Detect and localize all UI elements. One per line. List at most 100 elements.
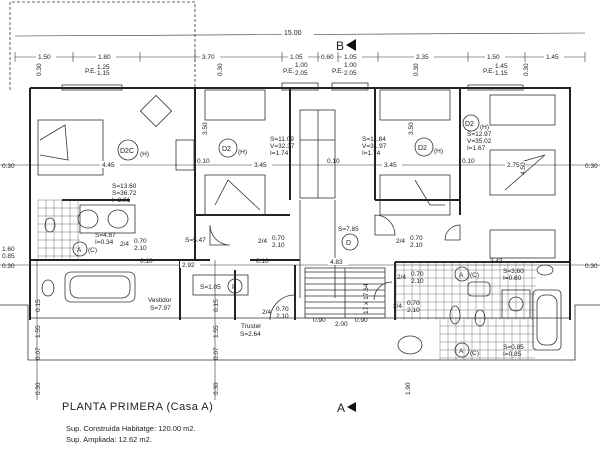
plan-label: S=3.60 bbox=[503, 268, 524, 275]
plan-label: 2.10 bbox=[276, 313, 289, 320]
bathroom-fixtures bbox=[41, 204, 562, 355]
plan-label: 2.10 bbox=[411, 278, 424, 285]
plan-label: D2 bbox=[418, 145, 427, 152]
plan-label: 1.25 bbox=[97, 64, 110, 71]
plan-label: S=11.09 bbox=[270, 136, 294, 143]
room-d[interactable]: D S=7.85 bbox=[338, 226, 359, 251]
door-swing[interactable] bbox=[209, 214, 461, 321]
plan-label: 3.43 bbox=[490, 258, 503, 265]
plan-label: 4.83 bbox=[330, 259, 343, 266]
plan-label: 2/4 bbox=[258, 238, 267, 245]
plan-label: 1.15 bbox=[97, 70, 110, 77]
plan-label: D2C bbox=[120, 148, 134, 155]
room-d2-3[interactable]: D2 (H) S=12.97V=35.02I=1.67 bbox=[462, 114, 492, 152]
room-a-2[interactable]: A (C) S=3.60I=0.60 bbox=[454, 266, 524, 282]
dimension-chain-low: 0.30 2.92 0.10 4.83 0.10 3.43 0.30 1.60 … bbox=[0, 246, 600, 270]
plan-label: 0.60 bbox=[321, 54, 334, 61]
plan-label: 2.10 bbox=[134, 245, 147, 252]
plan-label: 1.50 bbox=[38, 54, 51, 61]
plan-label: 0.30 bbox=[523, 63, 530, 76]
plan-label: S=1.05 bbox=[200, 284, 221, 291]
plan-label: 2.05 bbox=[295, 70, 308, 77]
plan-label: 0.30 bbox=[2, 163, 15, 170]
plan-label: 0.30 bbox=[413, 63, 420, 76]
plan-label: 17 x 17.64 bbox=[363, 283, 370, 314]
room-truster[interactable]: Truster S=2.64 bbox=[240, 323, 262, 338]
plan-label: 0.30 bbox=[585, 263, 598, 270]
plan-label: 3.50 bbox=[408, 122, 415, 135]
plan-label: I=2.01 bbox=[112, 197, 131, 204]
plan-label: 1.15 bbox=[495, 70, 508, 77]
section-b-label: B bbox=[336, 39, 344, 53]
plan-label: 3.50 bbox=[202, 122, 209, 135]
plan-label: P.E. bbox=[283, 68, 295, 75]
plan-label: 0.70 bbox=[410, 235, 423, 242]
plan-label: 0.07 bbox=[213, 347, 220, 360]
plan-label: 0.15 bbox=[213, 299, 220, 312]
exterior-walls bbox=[0, 82, 600, 361]
plan-label: 3.70 bbox=[202, 54, 215, 61]
plan-label: 0.10 bbox=[140, 258, 153, 265]
room-d2-1[interactable]: D2 (H) S=11.09V=32.37I=1.74 bbox=[218, 136, 295, 158]
plan-label: 2.35 bbox=[416, 54, 429, 61]
staircase[interactable] bbox=[304, 267, 386, 319]
extension-outline bbox=[9, 1, 196, 90]
plan-title: PLANTA PRIMERA (Casa A) bbox=[62, 401, 213, 413]
plan-label: V=31.97 bbox=[362, 143, 387, 150]
room-a-3[interactable]: A (C) S=0.85I=0.85 bbox=[454, 342, 524, 358]
plan-label: 0.30 bbox=[36, 63, 43, 76]
plan-label: S=13.60 bbox=[112, 183, 137, 190]
plan-label: I=0.34 bbox=[95, 239, 114, 246]
section-arrow-icon bbox=[347, 402, 356, 412]
plan-label: (H) bbox=[238, 149, 247, 156]
plan-label: 2/4 bbox=[396, 238, 405, 245]
plan-label: 2.75 bbox=[507, 162, 520, 169]
plan-label: 0.30 bbox=[2, 263, 15, 270]
section-marker-b: B bbox=[336, 39, 356, 53]
plan-label: 0.15 bbox=[35, 299, 42, 312]
plan-label: 0.30 bbox=[217, 63, 224, 76]
plan-label: 1.50 bbox=[487, 54, 500, 61]
plan-label: (C) bbox=[88, 247, 97, 254]
dimension-vertical: 3.50 3.50 4.50 1.90 1.55 1.55 0.07 0.07 … bbox=[35, 122, 527, 400]
section-marker-a: A bbox=[337, 401, 356, 415]
plan-label: 0.07 bbox=[35, 347, 42, 360]
plan-label: 0.30 bbox=[35, 382, 42, 395]
interior-walls bbox=[30, 88, 570, 320]
plan-label: (C) bbox=[470, 350, 479, 357]
plan-label: I=0.85 bbox=[503, 351, 522, 358]
room-p[interactable]: P S=1.05 bbox=[192, 274, 249, 296]
plan-label: 2.10 bbox=[407, 307, 420, 314]
room-d2-2[interactable]: D2 (H) S=11.84V=31.97I=1.74 bbox=[362, 136, 443, 157]
plan-label: D bbox=[346, 240, 351, 247]
plan-label: 1.00 bbox=[295, 62, 308, 69]
dimension-total: 15.00 bbox=[14, 29, 586, 37]
section-arrow-icon bbox=[346, 39, 356, 51]
plan-label: D2 bbox=[465, 121, 474, 128]
room-a-1[interactable]: A (C) S=4.87I=0.34 bbox=[72, 232, 116, 257]
extended-area: Sup. Ampliada: 12.62 m2. bbox=[66, 435, 152, 444]
window-label: P.E.1.251.15 P.E.1.002.05 P.E.1.002.05 P… bbox=[85, 62, 508, 77]
plan-label: 2.10 bbox=[272, 242, 285, 249]
plan-label: (H) bbox=[140, 151, 149, 158]
plan-label: S=4.87 bbox=[95, 232, 116, 239]
plan-label: S=7.85 bbox=[338, 226, 359, 233]
stairs-width: 2.00 bbox=[335, 321, 348, 328]
plan-label: 0.90 bbox=[313, 317, 326, 324]
plan-label: 2.05 bbox=[344, 70, 357, 77]
plan-label: 1.90 bbox=[405, 382, 412, 395]
plan-label: A bbox=[77, 247, 82, 254]
plan-label: 2.10 bbox=[410, 242, 423, 249]
room-d2c[interactable]: D2C (H) S=13.60S=36.72I=2.01 bbox=[112, 139, 149, 204]
plan-label: 4.50 bbox=[520, 162, 527, 175]
plan-label: A bbox=[337, 401, 345, 415]
dim-total-label: 15.00 bbox=[284, 30, 302, 37]
plan-label: S=5.47 bbox=[185, 237, 206, 244]
plan-label: 0.30 bbox=[585, 163, 598, 170]
plan-label: 2/4 bbox=[120, 241, 129, 248]
room-hall[interactable]: S=5.47 bbox=[185, 237, 206, 244]
plan-label: 1.45 bbox=[495, 63, 508, 70]
plan-label: 0.70 bbox=[272, 235, 285, 242]
room-vestidor[interactable]: Vestidor S=7.97 bbox=[148, 297, 172, 312]
